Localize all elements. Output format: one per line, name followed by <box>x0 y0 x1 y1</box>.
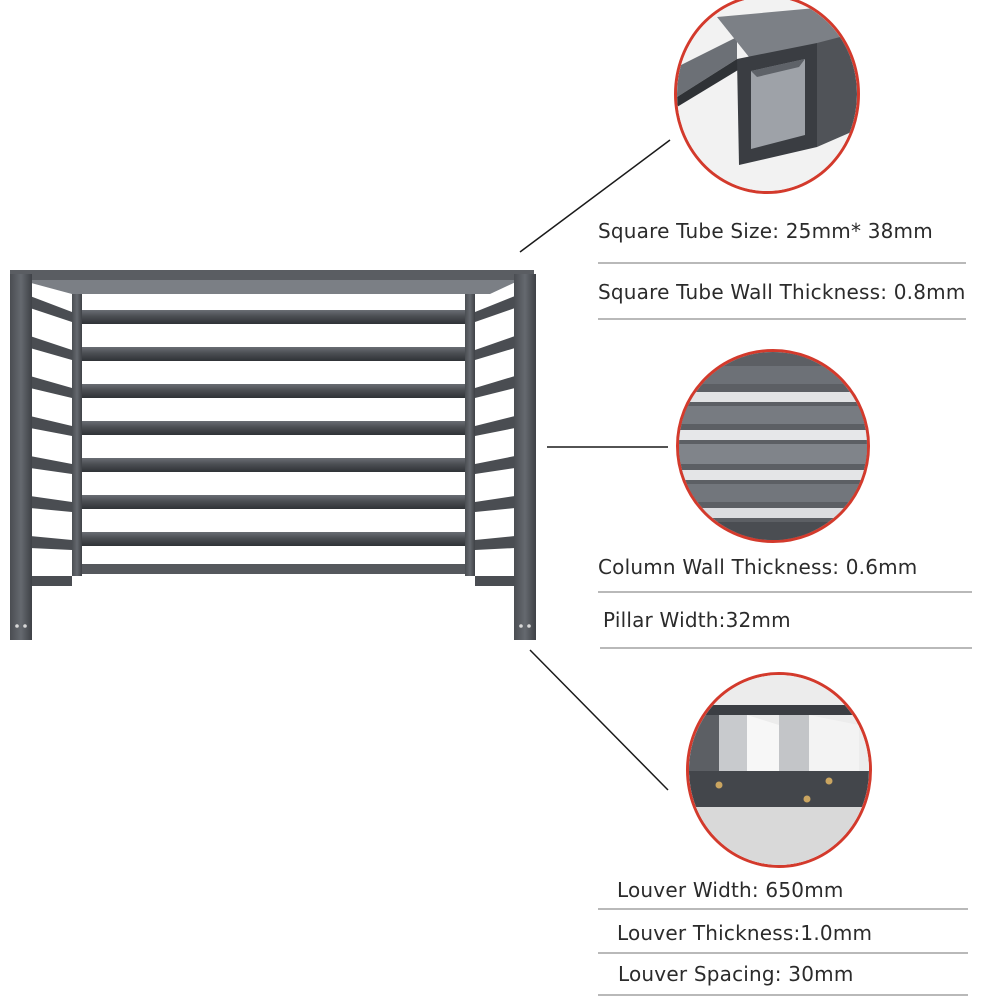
divider <box>598 908 968 910</box>
spec-louver-width: Louver Width: 650mm <box>617 878 844 902</box>
spec-louver-spacing: Louver Spacing: 30mm <box>618 962 854 986</box>
divider <box>598 591 972 593</box>
spec-square-tube-wall-thickness: Square Tube Wall Thickness: 0.8mm <box>598 280 966 304</box>
divider <box>598 952 968 954</box>
spec-column-wall-thickness: Column Wall Thickness: 0.6mm <box>598 555 918 579</box>
top-frame <box>10 270 534 280</box>
back-post-right <box>465 294 475 576</box>
front-post-right <box>514 274 536 640</box>
back-louvers <box>80 310 470 574</box>
square-tube-detail <box>674 0 860 194</box>
back-post-left <box>72 294 82 576</box>
spec-square-tube-size: Square Tube Size: 25mm* 38mm <box>598 219 933 243</box>
right-side-louvers <box>475 296 515 586</box>
front-post-left <box>10 274 32 640</box>
left-side-louvers <box>30 296 72 586</box>
spec-pillar-width: Pillar Width:32mm <box>603 608 791 632</box>
divider <box>600 647 972 649</box>
joint-detail <box>686 672 872 868</box>
spec-louver-thickness: Louver Thickness:1.0mm <box>617 921 873 945</box>
divider <box>598 994 968 996</box>
divider <box>598 262 966 264</box>
divider <box>598 318 966 320</box>
product-illustration <box>10 270 536 640</box>
top-frame-inner <box>20 280 520 294</box>
louver-detail <box>676 349 870 543</box>
